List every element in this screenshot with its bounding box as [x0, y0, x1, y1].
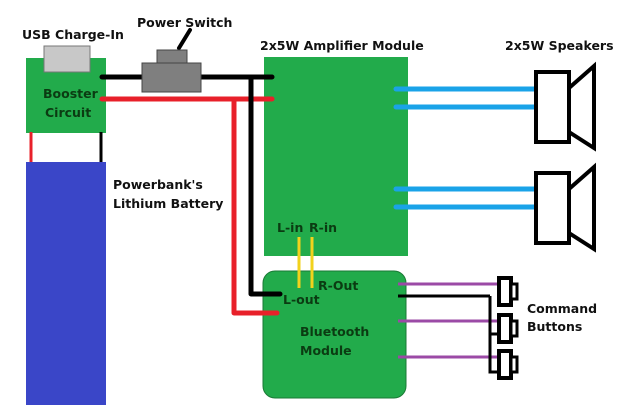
- buttons-label-line2: Buttons: [527, 319, 582, 334]
- speaker-1-icon: [534, 61, 596, 152]
- booster-label-line2: Circuit: [45, 105, 91, 120]
- speaker-2-icon: [534, 162, 596, 253]
- amplifier-label: 2x5W Amplifier Module: [260, 38, 424, 53]
- battery-block: [26, 162, 106, 405]
- power-switch-body: [141, 62, 202, 93]
- battery-label-line2: Lithium Battery: [113, 196, 223, 211]
- r-in-label: R-in: [309, 220, 337, 235]
- r-out-label: R-Out: [318, 278, 358, 293]
- amplifier-module-block: [264, 57, 408, 256]
- usb-port-icon: [43, 45, 91, 73]
- buttons-label-line1: Command: [527, 301, 597, 316]
- power-switch-label: Power Switch: [137, 15, 232, 30]
- command-button-2-icon: [497, 313, 519, 344]
- bluetooth-module-block: [262, 270, 407, 399]
- usb-charge-in-label: USB Charge-In: [22, 27, 124, 42]
- bluetooth-label-line1: Bluetooth: [300, 324, 369, 339]
- booster-label-line1: Booster: [43, 86, 99, 101]
- command-button-1-icon: [497, 276, 519, 307]
- command-button-3-icon: [497, 349, 519, 380]
- l-out-label: L-out: [283, 292, 320, 307]
- bluetooth-label-line2: Module: [300, 343, 352, 358]
- speakers-label: 2x5W Speakers: [505, 38, 614, 53]
- battery-label-line1: Powerbank's: [113, 177, 203, 192]
- switch-toggle-icon: [177, 28, 192, 50]
- button-common-rail: [488, 296, 498, 374]
- l-in-label: L-in: [277, 220, 303, 235]
